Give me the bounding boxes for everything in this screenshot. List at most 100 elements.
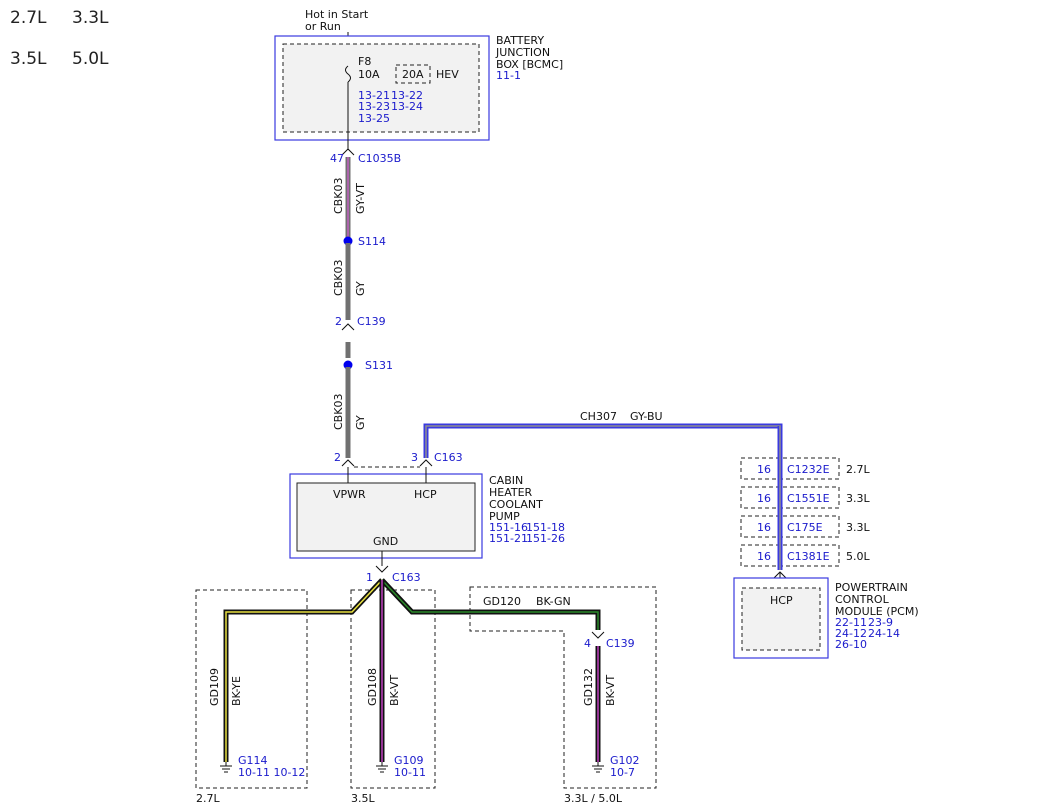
variant-label-2-7l: 2.7L bbox=[196, 792, 220, 805]
g109-refs: 10-11 bbox=[394, 766, 426, 779]
pump-pin-hcp: HCP bbox=[414, 488, 437, 501]
variant-box-2-7l bbox=[195, 589, 308, 789]
pump-pin-vpwr: VPWR bbox=[333, 488, 366, 501]
engine-option-5-0l: 5.0L bbox=[72, 49, 109, 69]
c1035b-name: C1035B bbox=[358, 152, 401, 165]
pcm-conn-name: C1551E bbox=[787, 492, 830, 505]
powertrain-control-module: HCP bbox=[733, 577, 829, 659]
pcm-ref: 22-11 bbox=[835, 616, 867, 629]
pcm-name-line: CONTROL bbox=[835, 593, 890, 606]
bjb-name-line: BATTERY bbox=[496, 34, 544, 47]
ground-icon bbox=[376, 762, 388, 773]
connector-chevron-icon bbox=[341, 459, 355, 467]
pcm-conn-pin: 16 bbox=[757, 492, 771, 505]
pcm-conn-pin: 16 bbox=[757, 463, 771, 476]
wire3-color: GY bbox=[354, 415, 367, 430]
connector-chevron-icon bbox=[341, 148, 355, 156]
connector-chevron-icon bbox=[341, 323, 355, 331]
pump-name-line: PUMP bbox=[489, 510, 520, 523]
connector-chevron-icon bbox=[419, 459, 433, 467]
bjb-page-ref: 13-23 bbox=[358, 100, 390, 113]
gd108-circuit: GD108 bbox=[366, 668, 379, 706]
bjb-page-ref: 13-25 bbox=[358, 112, 390, 125]
fuse-symbol-icon bbox=[345, 65, 351, 83]
gd132-circuit: GD132 bbox=[582, 668, 595, 706]
c163-top-pin-vpwr: 2 bbox=[334, 451, 341, 464]
pump-ref: 151-16 bbox=[489, 521, 528, 534]
pump-name-line: COOLANT bbox=[489, 498, 543, 511]
wire1-circuit: CBK03 bbox=[332, 178, 345, 214]
c163-bottom-pin: 1 bbox=[366, 571, 373, 584]
c139-top-pin: 2 bbox=[335, 315, 342, 328]
gd109-color: BK-YE bbox=[230, 676, 243, 706]
alt-fuse-note: HEV bbox=[436, 68, 459, 81]
bjb-ref: 11-1 bbox=[496, 69, 521, 82]
pcm-conn-pin: 16 bbox=[757, 550, 771, 563]
engine-option-3-3l: 3.3L bbox=[72, 8, 109, 28]
ch307-circuit: CH307 bbox=[580, 410, 617, 423]
connector-chevron-icon bbox=[591, 631, 605, 639]
ground-icon bbox=[592, 762, 604, 773]
power-source-line1: Hot in Start bbox=[305, 8, 369, 21]
engine-option-2-7l: 2.7L bbox=[10, 8, 47, 28]
g109-label: G109 bbox=[394, 754, 424, 767]
bjb-name-line: BOX [BCMC] bbox=[496, 58, 563, 71]
c139-bottom-name: C139 bbox=[606, 637, 635, 650]
battery-junction-box: F8 10A 20A HEV 13-21 13-22 13-23 13-24 1… bbox=[274, 35, 490, 150]
gd132-color: BK-VT bbox=[604, 675, 617, 706]
pump-pin-gnd: GND bbox=[373, 535, 398, 548]
g114-refs: 10-11 10-12 bbox=[238, 766, 305, 779]
pump-name-line: HEATER bbox=[489, 486, 533, 499]
pcm-conn-engine: 5.0L bbox=[846, 550, 870, 563]
c139-bottom-pin: 4 bbox=[584, 637, 591, 650]
bjb-page-ref: 13-22 bbox=[391, 89, 423, 102]
wire2-color: GY bbox=[354, 281, 367, 296]
pcm-conn-engine: 3.3L bbox=[846, 521, 870, 534]
c163-top-pin-hcp: 3 bbox=[411, 451, 418, 464]
gd108-color: BK-VT bbox=[388, 675, 401, 706]
pump-ref: 151-18 bbox=[526, 521, 565, 534]
g102-refs: 10-7 bbox=[610, 766, 635, 779]
g102-label: G102 bbox=[610, 754, 640, 767]
connector-chevron-icon bbox=[375, 565, 389, 573]
fuse-rating: 10A bbox=[358, 68, 380, 81]
fuse-id: F8 bbox=[358, 55, 371, 68]
pcm-conn-name: C1381E bbox=[787, 550, 830, 563]
pump-name-line: CABIN bbox=[489, 474, 523, 487]
pcm-ref: 24-14 bbox=[868, 627, 900, 640]
gd120-color: BK-GN bbox=[536, 595, 571, 608]
bjb-page-ref: 13-24 bbox=[391, 100, 423, 113]
pcm-conn-engine: 2.7L bbox=[846, 463, 870, 476]
alt-fuse-rating: 20A bbox=[402, 68, 424, 81]
c163-top-name: C163 bbox=[434, 451, 463, 464]
ground-icon bbox=[220, 762, 232, 773]
gd109-circuit: GD109 bbox=[208, 668, 221, 706]
s114-label: S114 bbox=[358, 235, 386, 248]
pump-ref: 151-21 bbox=[489, 532, 528, 545]
wire-gd120-bk-gn bbox=[380, 578, 601, 630]
bjb-name-line: JUNCTION bbox=[495, 46, 550, 59]
bjb-page-ref: 13-21 bbox=[358, 89, 390, 102]
c1035b-pin: 47 bbox=[330, 152, 344, 165]
wire-gd109-bk-ye bbox=[223, 578, 384, 762]
pump-ref: 151-26 bbox=[526, 532, 565, 545]
power-source-line2: or Run bbox=[305, 20, 341, 33]
ch307-color: GY-BU bbox=[630, 410, 663, 423]
cabin-heater-coolant-pump: VPWR HCP GND bbox=[289, 467, 483, 566]
pcm-connector-variants bbox=[740, 457, 840, 567]
pcm-ref: 26-10 bbox=[835, 638, 867, 651]
wire2-circuit: CBK03 bbox=[332, 260, 345, 296]
g114-label: G114 bbox=[238, 754, 268, 767]
pcm-conn-name: C175E bbox=[787, 521, 823, 534]
wire3-circuit: CBK03 bbox=[332, 394, 345, 430]
pcm-conn-engine: 3.3L bbox=[846, 492, 870, 505]
wire1-color: GY-VT bbox=[354, 183, 367, 214]
pcm-ref: 24-12 bbox=[835, 627, 867, 640]
variant-label-3-5l: 3.5L bbox=[351, 792, 375, 805]
pcm-ref: 23-9 bbox=[868, 616, 893, 629]
variant-box-3-3l-5-0l bbox=[469, 586, 657, 789]
pcm-name-line: MODULE (PCM) bbox=[835, 605, 919, 618]
pcm-conn-pin: 16 bbox=[757, 521, 771, 534]
s131-label: S131 bbox=[365, 359, 393, 372]
